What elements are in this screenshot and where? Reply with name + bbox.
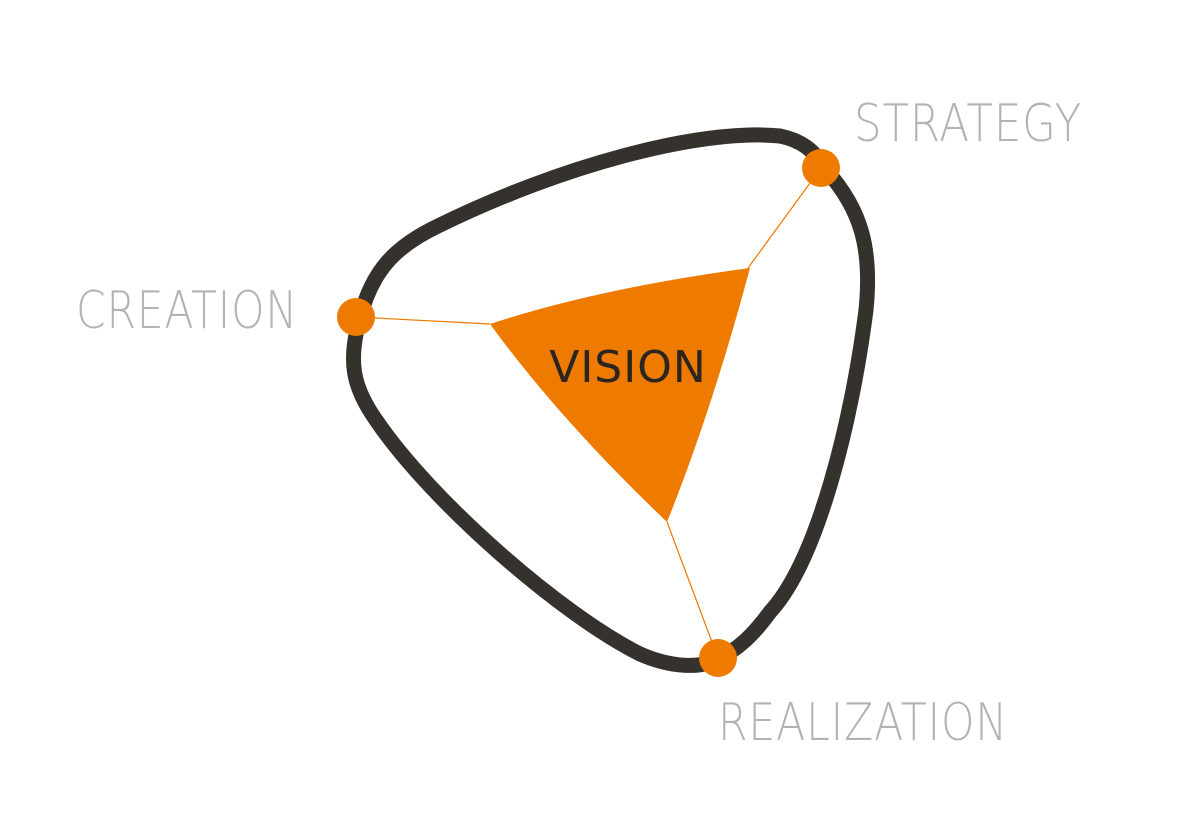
node-creation (337, 298, 375, 336)
node-label-strategy: STRATEGY (854, 94, 1082, 154)
node-realization (699, 639, 737, 677)
node-label-creation: CREATION (76, 281, 298, 341)
spoke-strategy (747, 167, 822, 269)
spoke-creation (355, 316, 491, 325)
vision-triangle (490, 268, 750, 522)
spoke-realization (666, 521, 719, 659)
node-strategy (802, 149, 840, 187)
node-label-realization: REALIZATION (718, 693, 1008, 753)
center-label-vision: VISION (549, 342, 707, 393)
outer-loop (345, 127, 876, 673)
